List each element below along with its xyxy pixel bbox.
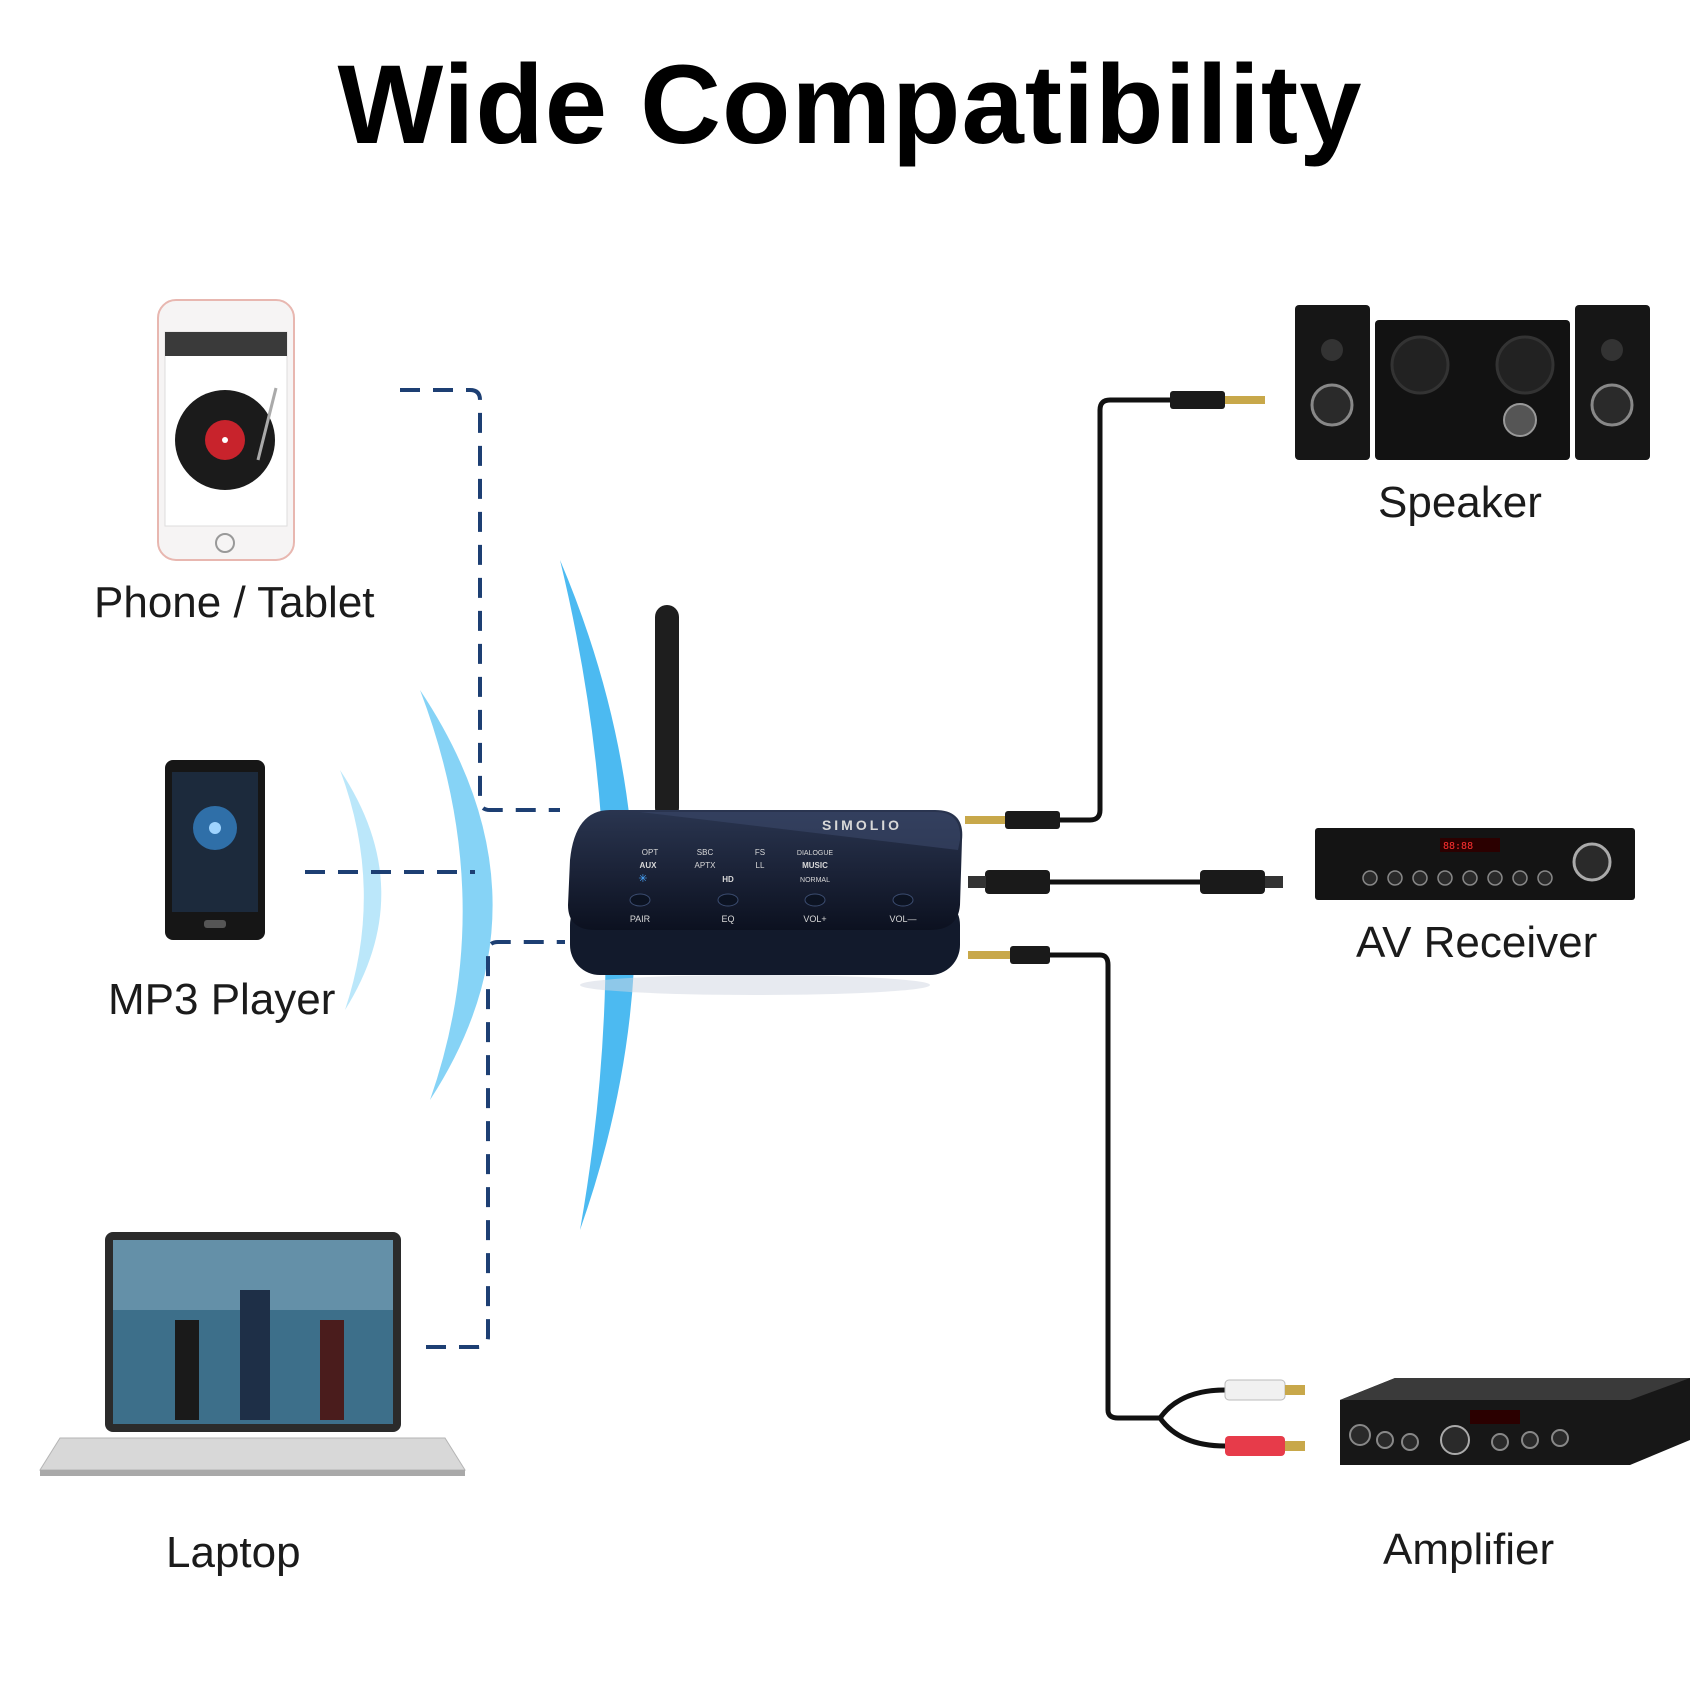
mp3-player-icon	[165, 760, 265, 940]
cable-speaker	[1060, 397, 1175, 823]
cable-amplifier	[1045, 952, 1160, 1421]
vol-down-button-label: VOL—	[889, 914, 916, 924]
mode-aux: AUX	[640, 861, 658, 870]
speaker-system-icon	[1295, 305, 1650, 460]
signal-wave-middle	[420, 690, 493, 1100]
plug-device-speaker	[965, 811, 1060, 829]
vol-up-button[interactable]	[804, 893, 826, 907]
plug-optical-device	[968, 870, 1050, 894]
page-title: Wide Compatibility	[337, 42, 1363, 167]
mode-sbc: SBC	[697, 848, 714, 857]
mode-ll: LL	[756, 861, 765, 870]
av-receiver-icon: 88:88	[1315, 828, 1635, 900]
device-brand: SIMOLIO	[822, 817, 902, 833]
svg-text:88:88: 88:88	[1443, 841, 1473, 852]
smartphone-icon	[157, 299, 295, 561]
plug-speaker	[1170, 391, 1265, 409]
dashed-link-laptop	[426, 940, 565, 1349]
mode-hd: HD	[722, 875, 734, 884]
mode-fs: FS	[755, 848, 765, 857]
label-mp3-player: MP3 Player	[108, 975, 336, 1024]
eq-button-label: EQ	[721, 914, 734, 924]
signal-wave-outer	[560, 560, 636, 1230]
pair-button-label: PAIR	[630, 914, 651, 924]
rca-plug-red	[1225, 1436, 1305, 1456]
label-laptop: Laptop	[166, 1528, 301, 1577]
label-av-receiver: AV Receiver	[1356, 918, 1598, 967]
dashed-link-phone	[400, 388, 560, 812]
label-speaker: Speaker	[1378, 478, 1542, 527]
signal-waves	[340, 560, 636, 1230]
mode-music: MUSIC	[802, 861, 828, 870]
plug-device-amplifier	[968, 946, 1050, 964]
amplifier-icon	[1340, 1378, 1690, 1465]
vol-down-button[interactable]	[892, 893, 914, 907]
signal-wave-inner	[340, 770, 382, 1010]
eq-button[interactable]	[717, 893, 739, 907]
bluetooth-transmitter-device: SIMOLIO OPT SBC FS DIALOGUE AUX APTX LL …	[568, 605, 963, 995]
vol-up-button-label: VOL+	[803, 914, 826, 924]
pair-button[interactable]	[629, 893, 651, 907]
bluetooth-icon: ✳	[638, 872, 647, 885]
laptop-icon	[39, 1232, 466, 1476]
mode-aptx: APTX	[695, 861, 717, 870]
mode-opt: OPT	[642, 848, 659, 857]
cable-amplifier-white	[1157, 1387, 1226, 1420]
label-phone-tablet: Phone / Tablet	[94, 578, 375, 627]
cable-amplifier-red	[1157, 1416, 1226, 1449]
mode-normal: NORMAL	[800, 877, 830, 884]
antenna	[655, 605, 679, 820]
plug-optical-receiver	[1200, 870, 1283, 894]
label-amplifier: Amplifier	[1383, 1525, 1555, 1574]
mode-dialogue: DIALOGUE	[797, 850, 834, 857]
rca-plug-white	[1224, 1379, 1305, 1401]
